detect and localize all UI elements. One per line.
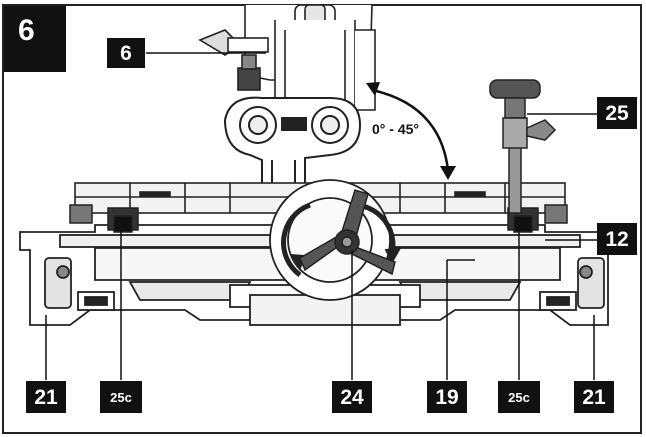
callout-12: 12 bbox=[597, 223, 637, 255]
callout-25c-right: 25c bbox=[498, 381, 540, 413]
vertical-clamp bbox=[489, 79, 557, 214]
figure-number: 6 bbox=[4, 6, 66, 72]
saw-head bbox=[198, 4, 376, 121]
bevel-angle-arrow bbox=[366, 82, 456, 180]
bevel-arm bbox=[223, 96, 362, 201]
callout-25: 25 bbox=[597, 97, 637, 129]
star-knob bbox=[299, 189, 396, 276]
leader-lines bbox=[45, 52, 598, 380]
callout-25c-left: 25c bbox=[100, 381, 142, 413]
callout-21-right: 21 bbox=[574, 381, 614, 413]
callout-21-left: 21 bbox=[26, 381, 66, 413]
angle-range-label: 0° - 45° bbox=[372, 121, 419, 137]
left-clamp bbox=[69, 204, 139, 233]
callout-6: 6 bbox=[107, 38, 145, 68]
callout-24: 24 bbox=[332, 381, 372, 413]
callout-19: 19 bbox=[427, 381, 467, 413]
